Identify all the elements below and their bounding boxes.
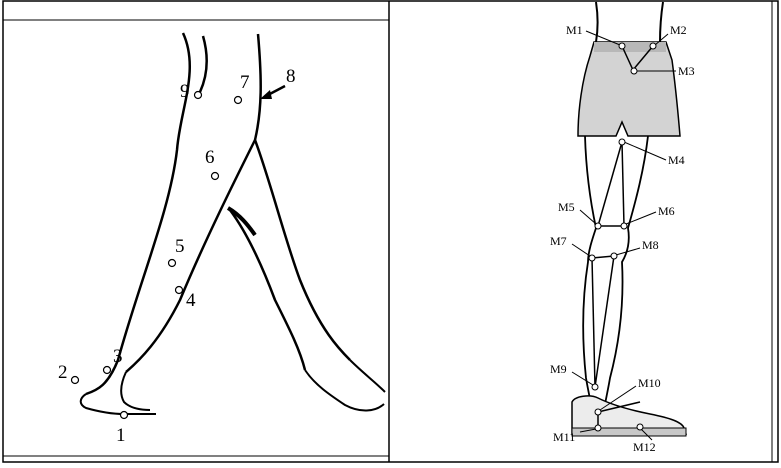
marker-M8: M8 — [611, 238, 659, 259]
leg-outline-right — [604, 136, 648, 410]
marker-1-dot — [121, 412, 128, 419]
right-panel: M1 M2 M3 M4 M5 M6 M7 — [550, 2, 695, 454]
marker-4-dot — [176, 287, 183, 294]
shorts-drawing — [578, 42, 680, 136]
left-panel: 1 2 3 4 5 6 7 8 9 — [58, 33, 385, 446]
marker-2: 2 — [58, 362, 79, 384]
marker-M10-dot — [595, 409, 601, 415]
knee-shadow-drawing — [228, 208, 255, 235]
marker-M12-label: M12 — [633, 440, 656, 454]
marker-M7-label: M7 — [550, 234, 567, 248]
marker-6-label: 6 — [205, 147, 215, 168]
marker-M1-dot — [619, 43, 625, 49]
marker-M11-label: M11 — [553, 430, 575, 444]
marker-1-label: 1 — [116, 425, 126, 446]
marker-M1-label: M1 — [566, 23, 583, 37]
marker-M3-label: M3 — [678, 64, 695, 78]
marker-M4: M4 — [619, 139, 685, 167]
segment-lines — [592, 142, 640, 428]
marker-M2-dot — [650, 43, 656, 49]
marker-7-dot — [235, 97, 242, 104]
back-foot-drawing — [305, 360, 385, 411]
marker-M7-dot — [589, 255, 595, 261]
marker-M9-label: M9 — [550, 362, 567, 376]
marker-M5-label: M5 — [558, 200, 575, 214]
marker-7: 7 — [235, 72, 250, 104]
back-leg-drawing — [230, 140, 350, 370]
marker-8: 8 — [286, 66, 296, 87]
marker-1: 1 — [116, 412, 128, 447]
marker-2-label: 2 — [58, 362, 68, 383]
marker-8-arrow — [260, 86, 285, 99]
marker-M9-dot — [592, 384, 598, 390]
marker-M12-dot — [637, 424, 643, 430]
marker-5: 5 — [169, 236, 185, 267]
marker-2-dot — [72, 377, 79, 384]
marker-5-dot — [169, 260, 176, 267]
marker-M11-dot — [595, 425, 601, 431]
marker-4: 4 — [176, 287, 197, 312]
marker-M10-label: M10 — [638, 376, 661, 390]
marker-M5-dot — [595, 223, 601, 229]
marker-M4-dot — [619, 139, 625, 145]
marker-M9: M9 — [550, 362, 598, 390]
marker-M4-label: M4 — [668, 153, 685, 167]
marker-5-label: 5 — [175, 236, 185, 257]
marker-3-label: 3 — [113, 346, 123, 367]
marker-9: 9 — [180, 81, 202, 102]
marker-9-label: 9 — [180, 81, 190, 102]
upper-thigh-lines — [596, 2, 663, 42]
marker-7-label: 7 — [240, 72, 250, 93]
marker-M8-label: M8 — [642, 238, 659, 252]
marker-M2-label: M2 — [670, 23, 687, 37]
marker-M8-dot — [611, 253, 617, 259]
marker-M6-dot — [621, 223, 627, 229]
marker-4-label: 4 — [186, 290, 196, 311]
shoe-sole — [572, 428, 686, 436]
marker-6-dot — [212, 173, 219, 180]
marker-M2: M2 — [650, 23, 687, 49]
marker-M6-label: M6 — [658, 204, 675, 218]
marker-3-dot — [104, 367, 111, 374]
marker-9-dot — [195, 92, 202, 99]
marker-8-label: 8 — [286, 66, 296, 87]
marker-6: 6 — [205, 147, 219, 180]
marker-M3-dot — [631, 68, 637, 74]
